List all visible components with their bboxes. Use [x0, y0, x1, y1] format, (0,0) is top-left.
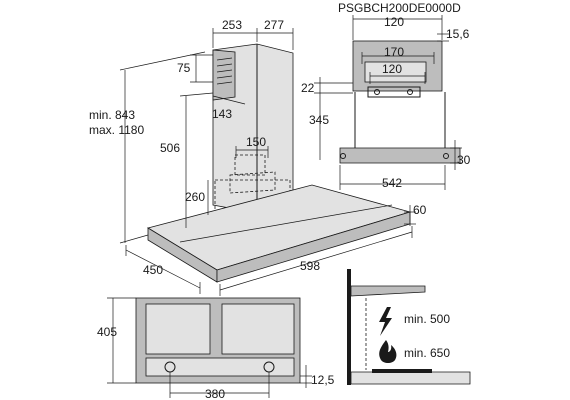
rail-bar [367, 86, 421, 98]
dim-253: 253 [222, 18, 242, 32]
chimney-vent-slots [212, 49, 236, 101]
dim-450: 450 [143, 263, 163, 277]
dim-120-inner: 120 [382, 62, 402, 76]
filter-left [145, 303, 211, 355]
dim-60: 60 [413, 203, 427, 217]
dim-542: 542 [382, 176, 402, 190]
hood-perspective-view [146, 43, 412, 283]
side-view: 120 15,6 170 120 22 345 30 542 [301, 15, 471, 190]
min-500-label: min. 500 [404, 312, 450, 326]
bracket-plate [364, 61, 427, 83]
dim-380: 380 [205, 387, 225, 400]
dim-143: 143 [212, 107, 232, 121]
dim-506: 506 [160, 141, 180, 155]
dim-277: 277 [264, 18, 284, 32]
dim-120-top: 120 [384, 15, 404, 29]
dim-345: 345 [309, 113, 329, 127]
dim-598: 598 [300, 259, 320, 273]
bottom-view: 405 380 12,5 [97, 297, 335, 400]
dim-260: 260 [185, 190, 205, 204]
dim-min-843: min. 843 [89, 108, 135, 122]
gas-flame-icon [379, 340, 397, 363]
hob [350, 371, 471, 385]
filter-right [221, 303, 295, 355]
model-code: PSGBCH200DE0000D [338, 1, 461, 15]
dim-30: 30 [457, 153, 471, 167]
dim-max-1180: max. 1180 [89, 123, 144, 137]
main-view-dimensions: 253 277 75 143 min. 843 max. 1180 506 15… [89, 18, 427, 296]
hood-section [350, 285, 426, 297]
dim-75: 75 [177, 61, 191, 75]
dim-22: 22 [301, 81, 315, 95]
light-strip [145, 357, 295, 377]
clearance-view: min. 500 min. 650 [347, 269, 471, 385]
dim-15-6: 15,6 [446, 27, 470, 41]
dim-405: 405 [97, 325, 117, 339]
electric-bolt-icon [379, 307, 392, 336]
dim-150: 150 [246, 135, 266, 149]
burner [372, 369, 432, 373]
hood-edge [339, 147, 461, 164]
wall [347, 269, 351, 385]
duct-outlet [234, 154, 266, 176]
min-650-label: min. 650 [404, 346, 450, 360]
dim-170: 170 [384, 45, 404, 59]
dim-12-5: 12,5 [311, 373, 335, 387]
